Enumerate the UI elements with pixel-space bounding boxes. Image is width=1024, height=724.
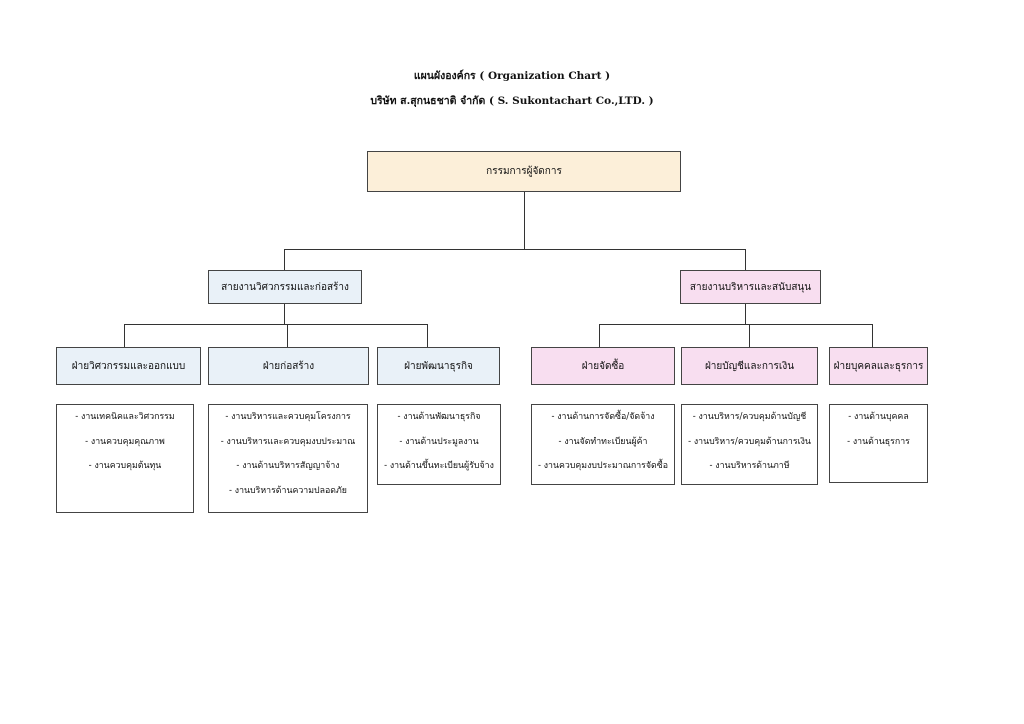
task-item: - งานควบคุมต้นทุน <box>88 461 162 471</box>
dept-accounting-finance: ฝ่ายบัญชีและการเงิน <box>681 347 818 385</box>
task-list-accounting-finance: - งานบริหาร/ควบคุมด้านบัญชี - งานบริหาร/… <box>681 404 818 485</box>
connector-line <box>749 324 750 347</box>
task-item: - งานด้านธุรการ <box>847 436 910 447</box>
task-item: - งานบริหารและควบคุมงบประมาณ <box>220 436 356 447</box>
task-list-hr-admin: - งานด้านบุคคล - งานด้านธุรการ <box>829 404 928 483</box>
task-item: - งานด้านบริหารสัญญาจ้าง <box>236 461 340 471</box>
company-name: บริษัท ส.สุกนธชาติ จำกัด ( S. Sukontacha… <box>370 95 654 107</box>
dept-engineering-design: ฝ่ายวิศวกรรมและออกแบบ <box>56 347 201 385</box>
task-item: - งานบริหารด้านความปลอดภัย <box>229 485 347 496</box>
task-list-business-development: - งานด้านพัฒนาธุรกิจ - งานด้านประมูลงาน … <box>377 404 501 485</box>
task-item: - งานบริหารด้านภาษี <box>709 461 790 471</box>
connector-line <box>745 249 746 270</box>
dept-procurement: ฝ่ายจัดซื้อ <box>531 347 675 385</box>
task-item: - งานด้านประมูลงาน <box>399 436 479 447</box>
task-item: - งานจัดทำทะเบียนผู้ค้า <box>558 436 648 447</box>
dept-hr-admin: ฝ่ายบุคคลและธุรการ <box>829 347 928 385</box>
task-item: - งานบริหาร/ควบคุมด้านบัญชี <box>692 412 807 422</box>
task-item: - งานบริหาร/ควบคุมด้านการเงิน <box>688 436 811 447</box>
task-item: - งานเทคนิคและวิศวกรรม <box>75 412 175 422</box>
task-item: - งานด้านขึ้นทะเบียนผู้รับจ้าง <box>384 461 494 471</box>
task-list-construction: - งานบริหารและควบคุมโครงการ - งานบริหารแ… <box>208 404 368 513</box>
connector-line <box>524 191 525 250</box>
ceo-box: กรรมการผู้จัดการ <box>367 151 681 192</box>
task-item: - งานควบคุมคุณภาพ <box>85 436 165 447</box>
connector-line <box>124 324 428 325</box>
connector-line <box>124 324 125 347</box>
connector-line <box>284 303 285 325</box>
dept-business-development: ฝ่ายพัฒนาธุรกิจ <box>377 347 500 385</box>
division-admin: สายงานบริหารและสนับสนุน <box>680 270 821 304</box>
division-engineering: สายงานวิศวกรรมและก่อสร้าง <box>208 270 362 304</box>
task-item: - งานด้านบุคคล <box>848 412 909 422</box>
connector-line <box>599 324 873 325</box>
connector-line <box>872 324 873 347</box>
task-list-engineering-design: - งานเทคนิคและวิศวกรรม - งานควบคุมคุณภาพ… <box>56 404 194 513</box>
task-list-procurement: - งานด้านการจัดซื้อ/จัดจ้าง - งานจัดทำทะ… <box>531 404 675 485</box>
connector-line <box>287 324 288 347</box>
connector-line <box>284 249 285 270</box>
task-item: - งานด้านการจัดซื้อ/จัดจ้าง <box>551 412 655 422</box>
dept-construction: ฝ่ายก่อสร้าง <box>208 347 369 385</box>
connector-line <box>427 324 428 347</box>
connector-line <box>284 249 746 250</box>
task-item: - งานควบคุมงบประมาณการจัดซื้อ <box>537 461 669 471</box>
connector-line <box>599 324 600 347</box>
connector-line <box>745 303 746 325</box>
chart-title: แผนผังองค์กร ( Organization Chart ) <box>413 70 611 82</box>
task-item: - งานบริหารและควบคุมโครงการ <box>225 412 351 422</box>
task-item: - งานด้านพัฒนาธุรกิจ <box>397 412 481 422</box>
